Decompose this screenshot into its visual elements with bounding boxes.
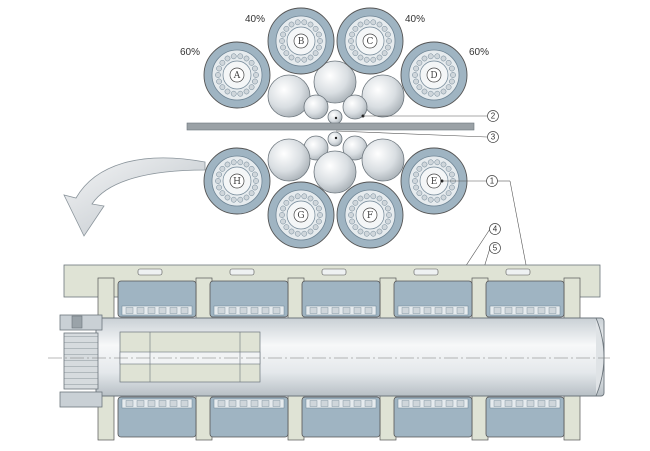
bearing-label: A xyxy=(233,71,241,81)
bearing-label: H xyxy=(233,177,241,187)
callout-5: 5 xyxy=(489,242,501,254)
callouts: 2 3 1 4 5 xyxy=(486,110,501,254)
bearing-c: C xyxy=(336,7,404,75)
roll xyxy=(361,74,405,118)
percent-label-left: 60% xyxy=(180,47,200,58)
roll xyxy=(313,60,357,104)
bearing-g: G xyxy=(267,181,335,249)
section-bearing xyxy=(117,268,197,438)
section-bearing xyxy=(209,268,289,438)
callout-3: 3 xyxy=(487,131,499,143)
bearing-e: E xyxy=(400,147,468,215)
bearing-a: A xyxy=(203,41,271,109)
bearing-f: F xyxy=(336,181,404,249)
bearing-label: C xyxy=(367,37,374,47)
bearing-label: D xyxy=(430,71,437,81)
bearing-b: B xyxy=(267,7,335,75)
roll xyxy=(267,138,311,182)
percent-label-top-right: 40% xyxy=(405,14,425,25)
bearing-d: D xyxy=(400,41,468,109)
bearing-label: B xyxy=(298,37,305,47)
section-bearing xyxy=(393,268,473,438)
bearing-label: F xyxy=(367,211,373,221)
spacer xyxy=(195,277,213,441)
roll xyxy=(342,94,368,120)
roll xyxy=(361,138,405,182)
upper-intermediate-rolls xyxy=(267,60,405,125)
percent-label-right: 60% xyxy=(469,47,489,58)
svg-text:5: 5 xyxy=(493,244,498,253)
percent-label-top-left: 40% xyxy=(245,14,265,25)
bearing-label: E xyxy=(431,177,438,187)
roll xyxy=(313,150,357,194)
curved-arrow-icon xyxy=(63,157,206,237)
work-roll xyxy=(327,109,343,125)
svg-text:4: 4 xyxy=(493,225,498,234)
shaft-assembly xyxy=(48,264,610,441)
roll-cluster: A B C D E F G H xyxy=(186,7,475,249)
strip xyxy=(186,122,475,131)
svg-text:1: 1 xyxy=(490,177,495,186)
roll xyxy=(267,74,311,118)
callout-2: 2 xyxy=(487,110,499,122)
section-bearing xyxy=(485,268,565,438)
backing-bearings: A B C D E F G H xyxy=(203,7,468,249)
section-bearing xyxy=(301,268,381,438)
bearing-h: H xyxy=(203,147,271,215)
callout-4: 4 xyxy=(489,223,501,235)
svg-text:3: 3 xyxy=(491,133,496,142)
lower-intermediate-rolls xyxy=(267,131,405,194)
callout-1: 1 xyxy=(486,175,498,187)
svg-text:2: 2 xyxy=(491,112,496,121)
roll xyxy=(303,94,329,120)
work-roll xyxy=(327,131,343,147)
bearing-label: G xyxy=(297,211,304,221)
